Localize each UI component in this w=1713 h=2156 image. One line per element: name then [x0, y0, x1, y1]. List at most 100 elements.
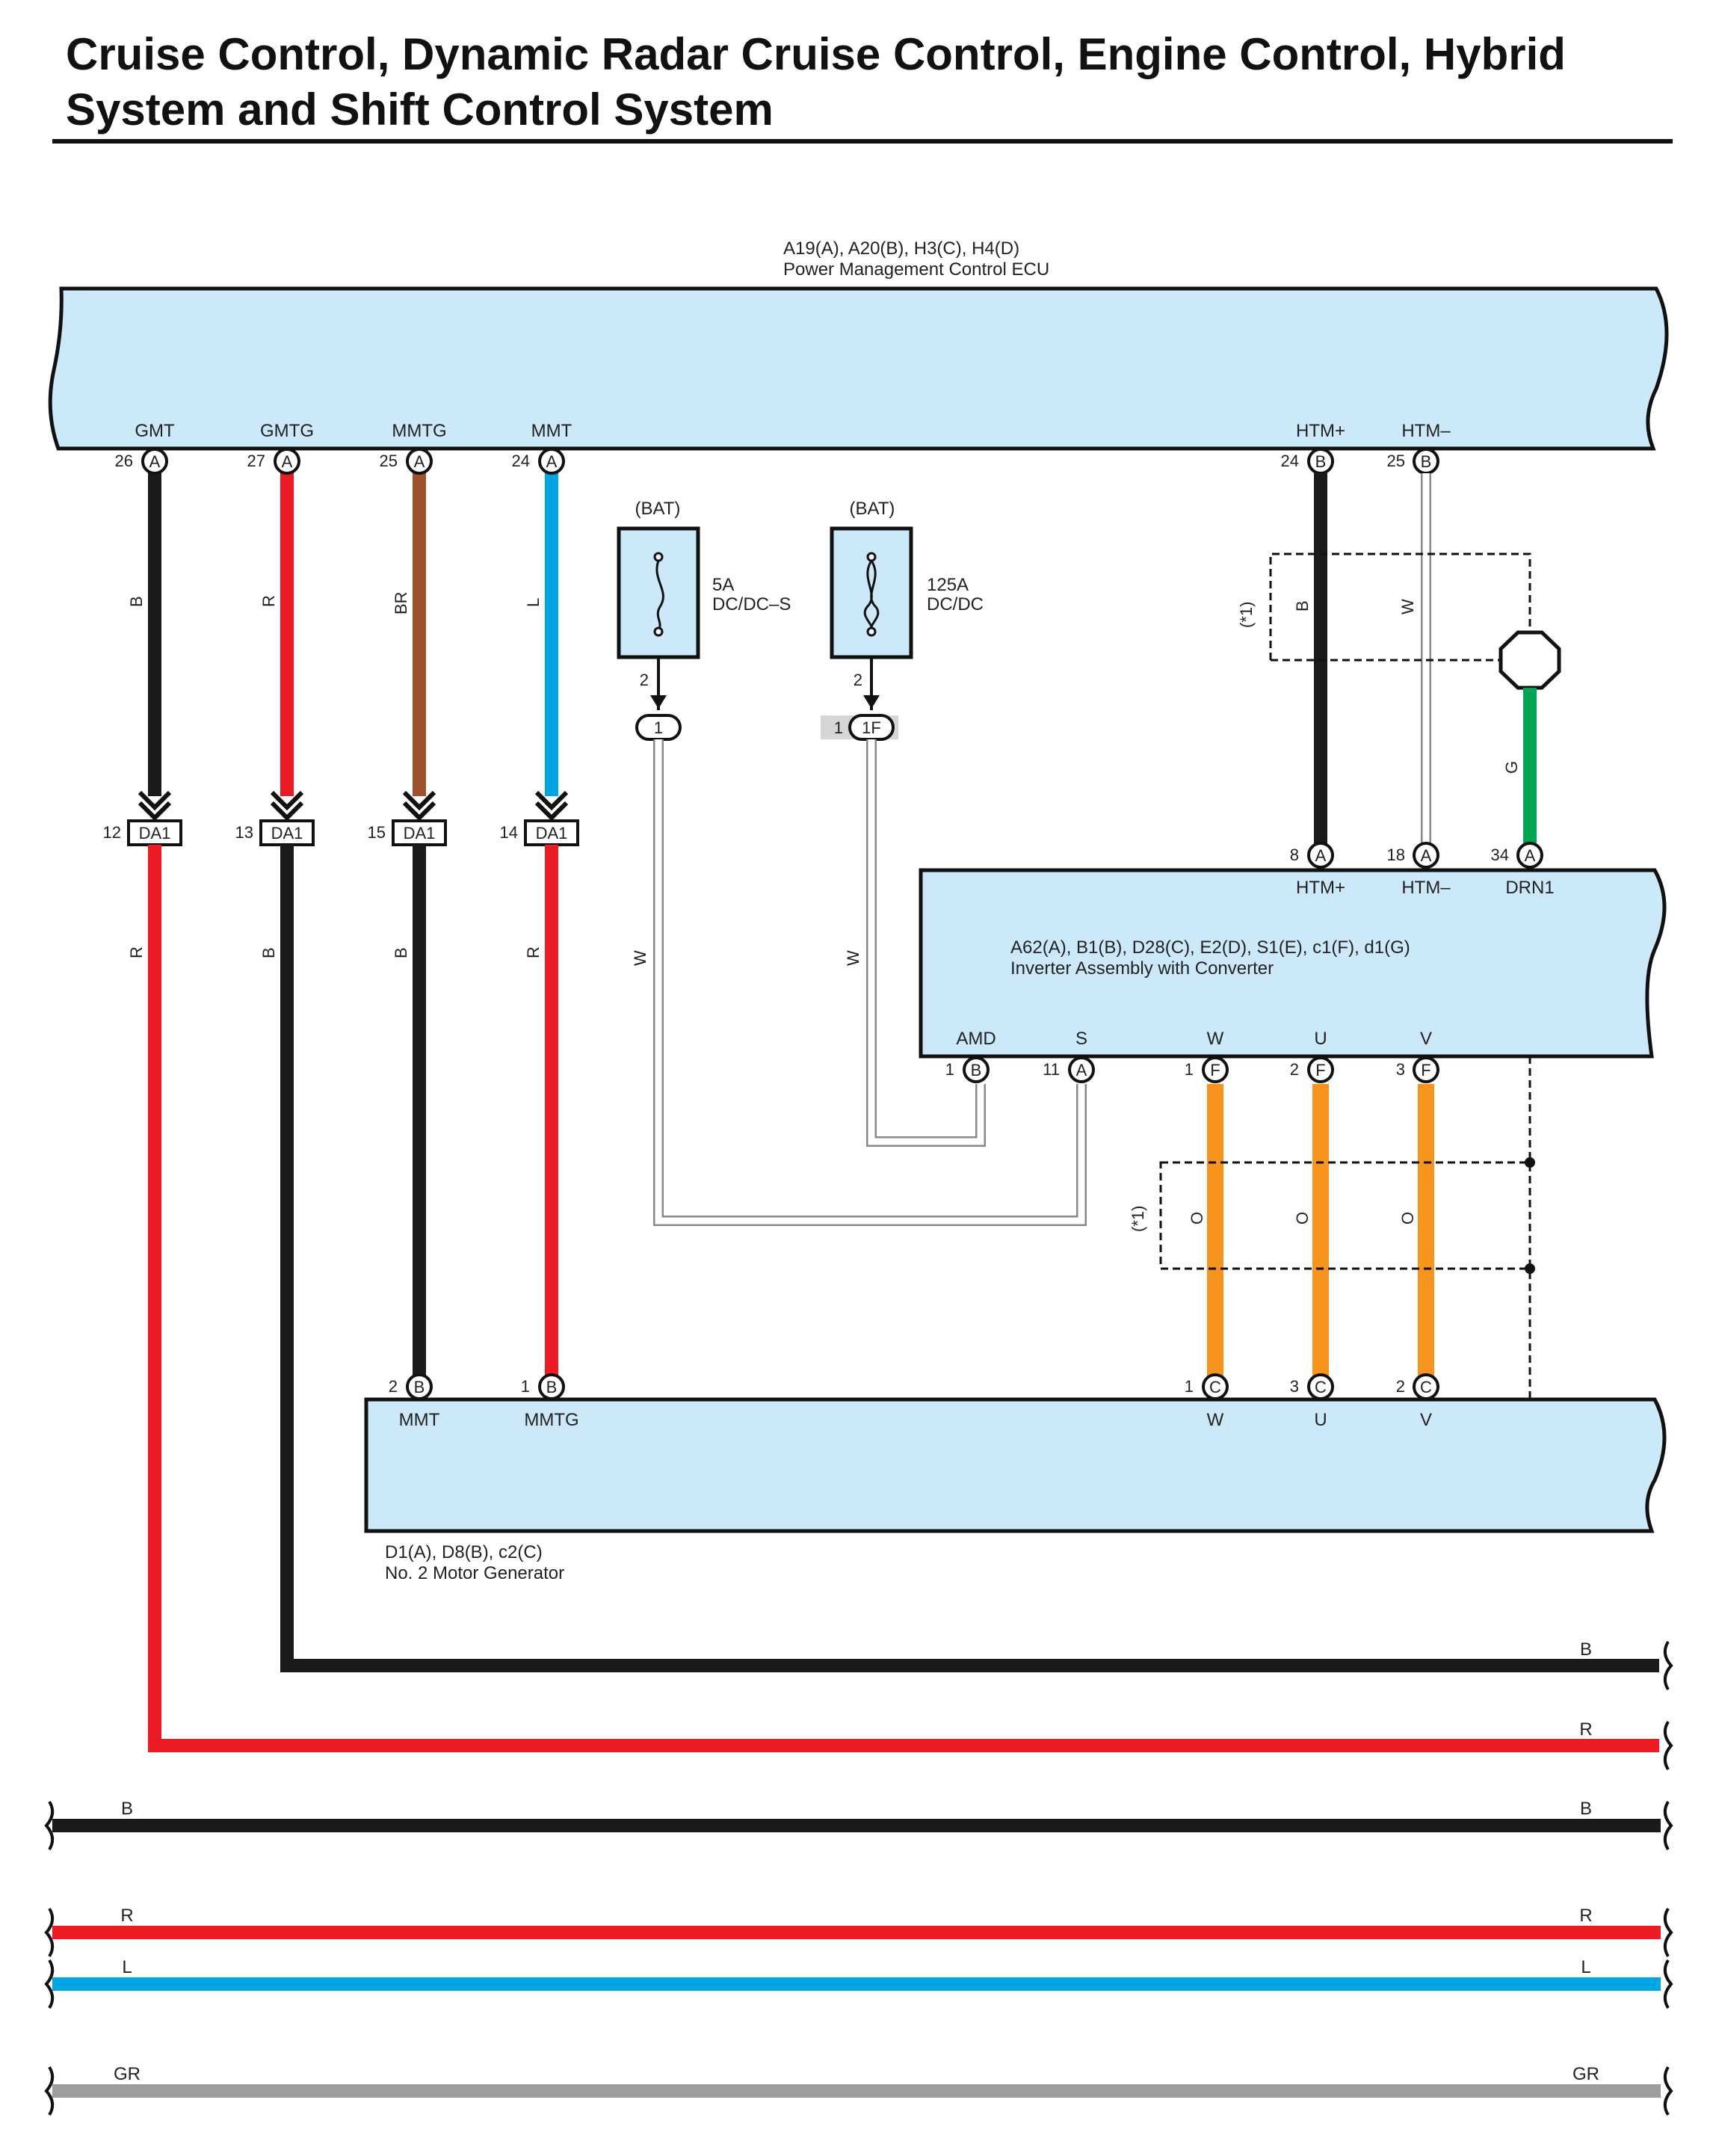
pin-num: 24	[1281, 452, 1299, 470]
pin-circle	[1413, 842, 1439, 869]
inverter-code: A62(A), B1(B), D28(C), E2(D), S1(E), c1(…	[1010, 937, 1410, 958]
pin-num: 8	[1290, 846, 1299, 864]
fuse-rating: 5A	[712, 575, 734, 595]
pm-ecu-name: Power Management Control ECU	[783, 259, 1049, 280]
pin-conn: C	[1315, 1378, 1327, 1396]
mg2-pin-label: W	[1207, 1410, 1224, 1430]
pin-circle	[1413, 1373, 1439, 1400]
shield-junction-dot	[1525, 1263, 1535, 1274]
wire-color-label: BR	[392, 591, 410, 615]
da1-pin-num: 15	[368, 823, 386, 842]
pin-num: 25	[1387, 452, 1405, 470]
mg2-pin-label: U	[1314, 1410, 1327, 1430]
fuse-name: DC/DC–S	[712, 594, 791, 615]
pin-circle	[1068, 1056, 1095, 1083]
pin-circle	[141, 448, 168, 475]
pin-circle	[538, 1373, 565, 1400]
pin-num: 18	[1387, 846, 1405, 864]
wire-color-label: R	[259, 595, 278, 607]
mg2-pin-label: MMT	[399, 1410, 440, 1430]
pin-num: 2	[1290, 1060, 1299, 1079]
pm-ecu-pin-labels: GMT GMTG MMTG MMT HTM+ HTM–	[135, 421, 1451, 441]
pin-conn: A	[1421, 846, 1432, 865]
inverter-pin-label: AMD	[956, 1029, 996, 1049]
pin-circle	[1307, 1373, 1334, 1400]
pin-conn: F	[1315, 1061, 1325, 1079]
pm-ecu-code: A19(A), A20(B), H3(C), H4(D)	[783, 238, 1019, 259]
wire-color-label: R	[524, 946, 543, 958]
fuse-5a-box	[617, 526, 700, 659]
bus-label-right: B	[1580, 1639, 1592, 1660]
wire-color-label: W	[631, 950, 649, 966]
shield-note: (*1)	[1129, 1206, 1147, 1232]
shield-dashed-box-top	[1269, 552, 1531, 660]
break-marks-right	[1663, 1640, 1673, 1771]
wire-color-label: W	[844, 950, 862, 966]
junction-prefix: 1	[834, 718, 843, 737]
pin-circle	[1307, 842, 1334, 869]
pin-conn: B	[971, 1061, 982, 1079]
fuse-source: (BAT)	[635, 499, 681, 519]
pin-circle	[1202, 1056, 1229, 1083]
wire-color-label: L	[524, 598, 543, 607]
inverter-name: Inverter Assembly with Converter	[1010, 958, 1274, 979]
fuse-5a-arrow	[650, 695, 667, 709]
da1-pin-num: 14	[500, 823, 518, 842]
pin-conn: F	[1210, 1061, 1220, 1079]
pin-circle	[1413, 1056, 1439, 1083]
pin-circle	[538, 448, 565, 475]
inverter-pin-label: W	[1207, 1029, 1224, 1049]
fuse-source: (BAT)	[850, 499, 895, 519]
pin-conn: A	[1525, 846, 1536, 865]
wire-color-label: R	[127, 946, 146, 958]
wire-da1-12-r	[148, 845, 1659, 1752]
wire-fuse2-w-inner	[868, 739, 984, 1145]
bus-label-left: B	[121, 1799, 133, 1819]
bus-label-left: L	[122, 1957, 132, 1977]
bus-line-labels: B R	[1579, 1639, 1592, 1740]
page-title: Cruise Control, Dynamic Radar Cruise Con…	[66, 29, 1566, 135]
pin-label-mmtg: MMTG	[392, 421, 446, 441]
pin-num: 24	[512, 452, 530, 470]
da1-pin-num: 12	[103, 823, 121, 842]
da1-label: DA1	[139, 824, 171, 843]
da1-box	[127, 819, 182, 846]
fuse-pin: 2	[640, 671, 649, 689]
pin-circle	[406, 1373, 433, 1400]
inverter-bottom-pins: 1 B 11 A 1 F 2 F 3 F	[945, 1056, 1439, 1083]
inverter-pin-label: DRN1	[1505, 878, 1554, 898]
da1-chevrons	[138, 790, 569, 822]
junction-label: 1	[654, 718, 663, 737]
pin-conn: A	[282, 452, 293, 471]
break-marks	[44, 1800, 1673, 2116]
fuse-125a-icon	[863, 552, 880, 637]
bus-label-left: GR	[114, 2064, 141, 2084]
pin-num: 34	[1491, 846, 1509, 864]
bus-label-right: R	[1579, 1719, 1592, 1740]
inverter-pin-label: S	[1075, 1029, 1087, 1049]
pin-conn: C	[1420, 1378, 1432, 1396]
wire-color-label: O	[1293, 1212, 1312, 1225]
da1-pin-num: 13	[235, 823, 253, 842]
fuse-pin: 2	[854, 671, 862, 689]
junction-label: 1F	[862, 718, 881, 737]
pin-circle	[406, 448, 433, 475]
pin-num: 2	[389, 1377, 398, 1396]
pin-conn: C	[1209, 1378, 1221, 1396]
pin-conn: B	[1315, 452, 1327, 471]
mg2-pin-label: V	[1420, 1410, 1432, 1430]
mg2-code: D1(A), D8(B), c2(C)	[385, 1542, 543, 1562]
inverter-pin-label: U	[1314, 1029, 1327, 1049]
fuse-5a-icon	[653, 552, 664, 637]
wire-fuse1-w-inner	[655, 739, 1085, 1225]
inverter-top-pins: 8 A 18 A 34 A	[1290, 842, 1543, 869]
shield-note: (*1)	[1237, 602, 1256, 628]
bus-label-right: B	[1580, 1799, 1592, 1819]
bus-label-right: L	[1581, 1957, 1590, 1977]
pin-num: 3	[1290, 1377, 1299, 1396]
pin-label-htm-plus: HTM+	[1296, 421, 1345, 441]
inverter-pin-label: V	[1420, 1029, 1432, 1049]
pin-num: 1	[1185, 1060, 1194, 1079]
da1-connector: 12 DA1 13 DA1 15 DA1 14 DA1	[103, 819, 579, 846]
